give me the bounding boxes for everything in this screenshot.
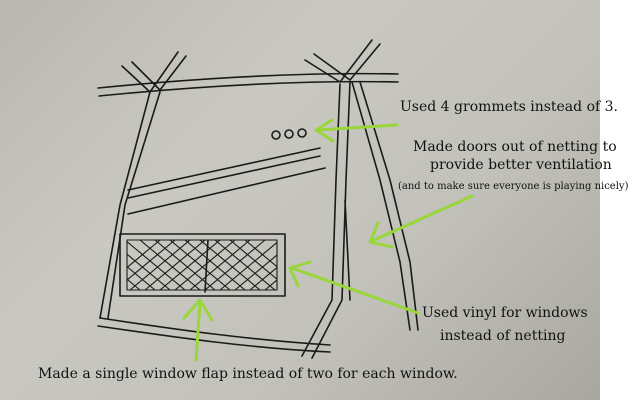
window-flap-divider bbox=[204, 239, 209, 293]
note-doors-line2: provide better ventilation bbox=[430, 157, 612, 173]
note-doors-line1: Made doors out of netting to bbox=[413, 139, 617, 155]
note-grommets: Used 4 grommets instead of 3. bbox=[400, 99, 618, 115]
tent-body bbox=[97, 81, 419, 359]
arrow-vinyl bbox=[288, 260, 420, 315]
tent-sketch bbox=[97, 39, 474, 362]
grommets bbox=[271, 128, 307, 140]
grommet-2 bbox=[284, 129, 294, 139]
arrow-doors bbox=[368, 194, 474, 249]
window bbox=[119, 233, 286, 297]
note-vinyl-line2: instead of netting bbox=[440, 328, 566, 344]
grommet-3 bbox=[297, 128, 307, 138]
note-window-flap: Made a single window flap instead of two… bbox=[38, 366, 458, 382]
tie-right bbox=[304, 39, 381, 83]
grommet-1 bbox=[271, 130, 281, 140]
note-vinyl-line1: Used vinyl for windows bbox=[422, 305, 588, 321]
arrow-window-flap bbox=[182, 298, 214, 362]
arrow-grommets bbox=[314, 118, 399, 143]
panel-seams bbox=[127, 147, 326, 215]
note-doors-line3: (and to make sure everyone is playing ni… bbox=[398, 181, 628, 192]
paper-background bbox=[0, 0, 600, 400]
tie-left bbox=[121, 51, 187, 93]
